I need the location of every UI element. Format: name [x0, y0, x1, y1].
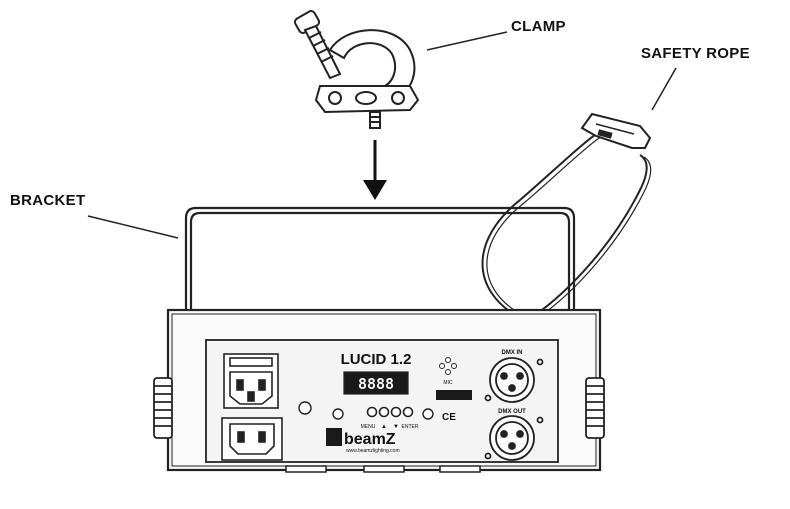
- brand-website: www.beamzlighting.com: [346, 448, 400, 454]
- power-out-socket: [221, 417, 283, 461]
- brand-logo-text: beamZ: [344, 431, 396, 448]
- bracket-leader-line: [87, 215, 179, 239]
- bracket-illustration: [184, 206, 576, 415]
- beamz-logo-mark: [326, 428, 342, 446]
- clamp-label: CLAMP: [511, 18, 566, 35]
- button-label-down: ▼: [393, 424, 399, 430]
- dmx-out-connector: [484, 415, 544, 461]
- left-bracket-knob: [153, 377, 173, 439]
- safety-rope-leader-line: [651, 67, 677, 111]
- button-label-up: ▲: [381, 424, 387, 430]
- serial-label: [436, 390, 472, 400]
- button-label-menu: MENU: [361, 424, 376, 430]
- microphone-grille: [439, 357, 457, 375]
- button-label-enter: ENTER: [402, 424, 419, 430]
- control-buttons: [366, 406, 414, 418]
- clamp-illustration: [293, 10, 420, 129]
- bracket-label: BRACKET: [10, 192, 86, 209]
- power-socket-with-fuse: [223, 353, 279, 409]
- display-readout: 8888: [358, 375, 394, 393]
- fixture-body: [153, 308, 605, 473]
- mic-label: MIC: [443, 380, 453, 386]
- ce-mark: CE: [442, 412, 456, 423]
- led-display: [343, 371, 409, 395]
- dmx-out-label: DMX OUT: [498, 409, 526, 415]
- dmx-in-connector: [484, 357, 544, 403]
- mount-arrow: [363, 140, 387, 200]
- right-bracket-knob: [585, 377, 605, 439]
- clamp-leader-line: [426, 31, 508, 51]
- model-name: LUCID 1.2: [341, 351, 412, 368]
- dmx-in-label: DMX IN: [502, 350, 523, 356]
- safety-rope-label: SAFETY ROPE: [641, 45, 750, 62]
